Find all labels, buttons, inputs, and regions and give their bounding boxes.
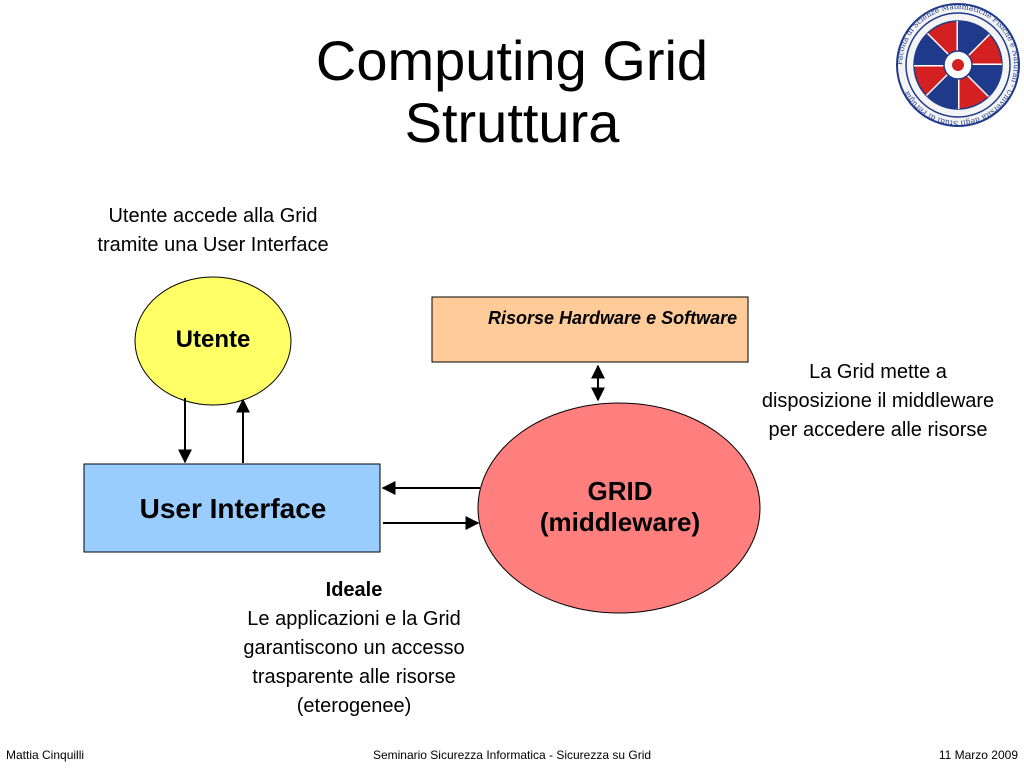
- slide-footer: Mattia Cinquilli Seminario Sicurezza Inf…: [0, 745, 1024, 765]
- user-access-note: Utente accede alla Grid tramite una User…: [97, 205, 329, 256]
- slide-title: Computing Grid Struttura: [212, 30, 812, 154]
- slide-title-line2: Struttura: [404, 91, 620, 154]
- ideal-text: Le applicazioni e la Grid garantiscono u…: [243, 608, 465, 717]
- utente-label: Utente: [175, 326, 251, 353]
- grid-label-line1: GRID: [587, 476, 653, 506]
- footer-event: Seminario Sicurezza Informatica - Sicure…: [372, 748, 652, 762]
- grid-label: GRID (middleware): [482, 476, 758, 538]
- university-seal-icon: Facoltà di Scienze Matematiche Fisiche e…: [895, 2, 1021, 128]
- footer-date: 11 Marzo 2009: [938, 748, 1018, 762]
- footer-author: Mattia Cinquilli: [6, 748, 85, 762]
- slide-title-line1: Computing Grid: [315, 29, 709, 92]
- risorse-label: Risorse Hardware e Software: [488, 308, 738, 328]
- grid-label-line2: (middleware): [539, 507, 701, 537]
- ideal-heading: Ideale: [325, 579, 383, 601]
- risorse-node: [431, 296, 749, 363]
- ideal-note: Ideale Le applicazioni e la Grid garanti…: [236, 576, 472, 721]
- grid-middleware-note: La Grid mette a disposizione il middlewa…: [761, 361, 995, 441]
- user-interface-label: User Interface: [139, 493, 327, 524]
